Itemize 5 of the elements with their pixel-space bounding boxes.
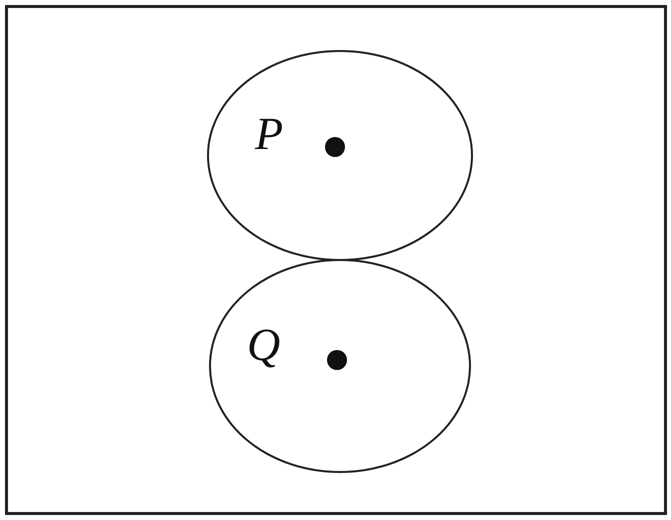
ellipse [207, 50, 473, 261]
point-label: Q [247, 322, 280, 368]
point-label: P [255, 111, 284, 157]
frame-rectangle [5, 5, 667, 515]
ellipse [209, 259, 471, 473]
